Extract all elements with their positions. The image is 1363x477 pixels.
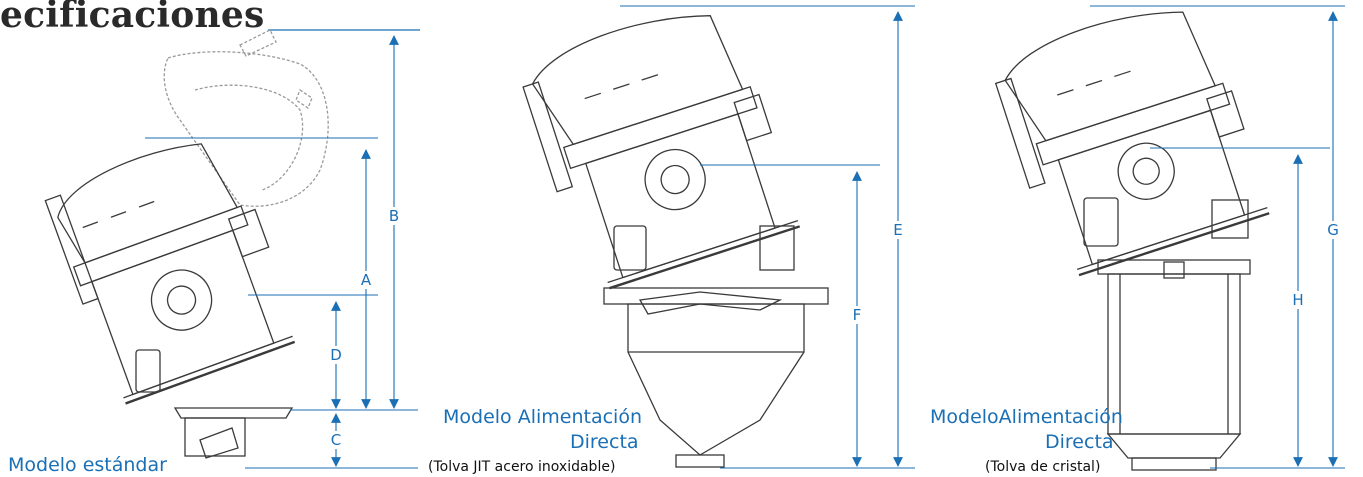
dimension-lines (145, 5, 1345, 469)
glass-hopper (994, 11, 1270, 277)
dimension-h-label: H (1290, 291, 1306, 309)
stainless-hopper (522, 15, 801, 290)
standard-model-drawing (44, 29, 329, 459)
direct-glass-drawing (994, 11, 1270, 471)
caption-direct-glass-line2: Directa (1045, 431, 1114, 453)
dimension-d-label: D (328, 346, 344, 364)
dimension-f-label: F (850, 306, 864, 324)
caption-direct-glass-line1: ModeloAlimentación (930, 406, 1123, 428)
section-heading: ecificaciones (0, 0, 265, 36)
caption-direct-stainless-line2: Directa (570, 431, 639, 453)
caption-direct-stainless-subtitle: (Tolva JIT acero inoxidable) (428, 459, 616, 475)
caption-direct-stainless-line1: Modelo Alimentación (443, 406, 642, 428)
dimension-g-label: G (1325, 221, 1341, 239)
dimension-a-label: A (358, 271, 374, 289)
ghost-lid-outline (163, 29, 329, 207)
standard-hopper (44, 143, 296, 405)
dimension-c-label: C (328, 431, 344, 449)
dimension-b-label: B (386, 207, 402, 225)
caption-direct-glass-subtitle: (Tolva de cristal) (985, 459, 1101, 475)
caption-standard-model: Modelo estándar (8, 454, 167, 476)
dimension-e-label: E (891, 221, 905, 239)
direct-stainless-drawing (522, 15, 829, 468)
